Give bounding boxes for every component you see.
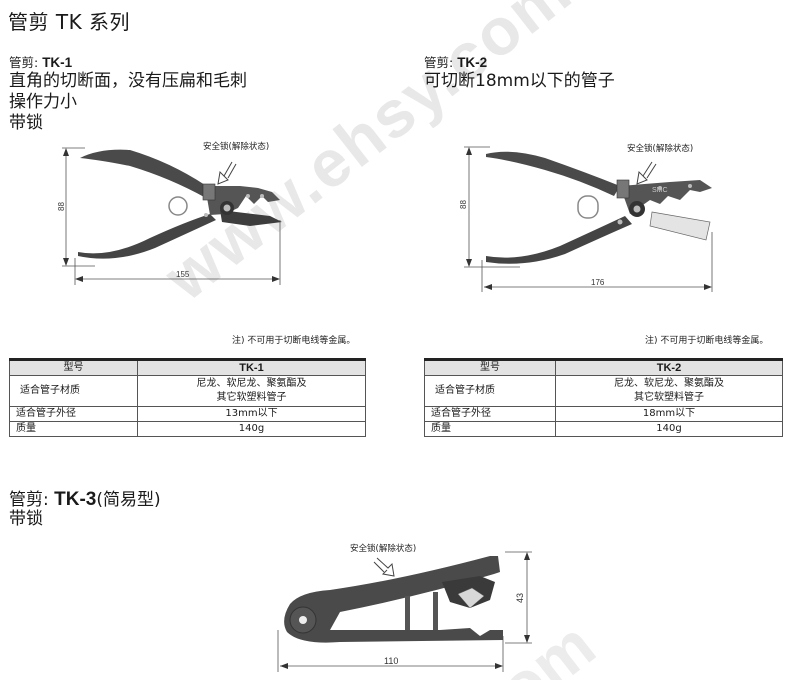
tk2-dim-length: 176 (591, 278, 605, 287)
table-header-row: 型号 TK-1 (9, 359, 366, 376)
value-line: 其它软塑料管子 (634, 392, 704, 403)
tk1-note: 注) 不可用于切断电线等金属。 (232, 336, 356, 346)
header-label: 型号 (424, 359, 556, 376)
value-line: 其它软塑料管子 (216, 392, 287, 403)
tk1-feature: 带锁 (9, 113, 43, 133)
tk2-feature-list: 可切断18mm以下的管子 (424, 71, 615, 92)
tk1-spec-table: 型号 TK-1 适合管子材质 尼龙、软尼龙、聚氨酯及 其它软塑料管子 适合管子外… (9, 358, 366, 437)
value-line: 尼龙、软尼龙、聚氨酯及 (614, 378, 724, 389)
table-header-row: 型号 TK-2 (424, 359, 783, 376)
row-label: 适合管子材质 (9, 375, 138, 407)
tk1-model: TK-1 (42, 55, 73, 70)
row-label: 适合管子材质 (424, 375, 556, 407)
tk3-feature: 带锁 (9, 509, 43, 529)
row-label: 质量 (424, 421, 556, 437)
tk1-prefix: 管剪: (9, 55, 43, 70)
tk2-note: 注) 不可用于切断电线等金属。 (645, 336, 769, 346)
tk1-feature-list: 直角的切断面，没有压扁和毛刺 操作力小 带锁 (9, 71, 247, 134)
header-value: TK-2 (555, 359, 783, 376)
tk2-feature: 可切断18mm以下的管子 (424, 71, 615, 91)
tk1-feature: 操作力小 (9, 92, 77, 112)
table-row: 适合管子外径 13mm以下 (9, 406, 366, 422)
page-title: 管剪 TK 系列 (8, 10, 131, 34)
tk3-model: TK-3 (54, 489, 97, 510)
table-row: 适合管子材质 尼龙、软尼龙、聚氨酯及 其它软塑料管子 (9, 375, 366, 407)
tk1-dim-length: 155 (176, 270, 190, 279)
tk3-prefix: 管剪: (9, 490, 55, 510)
header-label: 型号 (9, 359, 138, 376)
tk2-lock-label: 安全锁(解除状态) (627, 144, 694, 154)
tk1-feature: 直角的切断面，没有压扁和毛刺 (9, 71, 247, 91)
tk3-lock-label: 安全锁(解除状态) (350, 544, 417, 554)
value-line: 尼龙、软尼龙、聚氨酯及 (196, 378, 307, 389)
header-value: TK-1 (137, 359, 366, 376)
table-row: 质量 140g (9, 421, 366, 437)
tk2-prefix: 管剪: (424, 55, 458, 70)
row-value: 尼龙、软尼龙、聚氨酯及 其它软塑料管子 (137, 375, 366, 407)
tk3-heading: 管剪: TK-3(简易型) (9, 485, 161, 511)
row-value: 140g (137, 421, 366, 437)
tk3-suffix: (简易型) (96, 490, 161, 510)
tk1-lock-label: 安全锁(解除状态) (203, 142, 270, 152)
tk3-feature-list: 带锁 (9, 509, 43, 530)
tk2-heading: 管剪: TK-2 (424, 52, 487, 71)
tk3-dim-height: 43 (515, 592, 526, 604)
table-row: 适合管子材质 尼龙、软尼龙、聚氨酯及 其它软塑料管子 (424, 375, 783, 407)
tk2-spec-table: 型号 TK-2 适合管子材质 尼龙、软尼龙、聚氨酯及 其它软塑料管子 适合管子外… (424, 358, 783, 437)
row-value: 尼龙、软尼龙、聚氨酯及 其它软塑料管子 (555, 375, 783, 407)
tk2-brand-mark: SMC (652, 187, 668, 194)
tk2-model: TK-2 (457, 55, 488, 70)
tk1-heading: 管剪: TK-1 (9, 52, 72, 71)
row-value: 140g (555, 421, 783, 437)
table-row: 质量 140g (424, 421, 783, 437)
tk3-dim-length: 110 (384, 656, 399, 666)
